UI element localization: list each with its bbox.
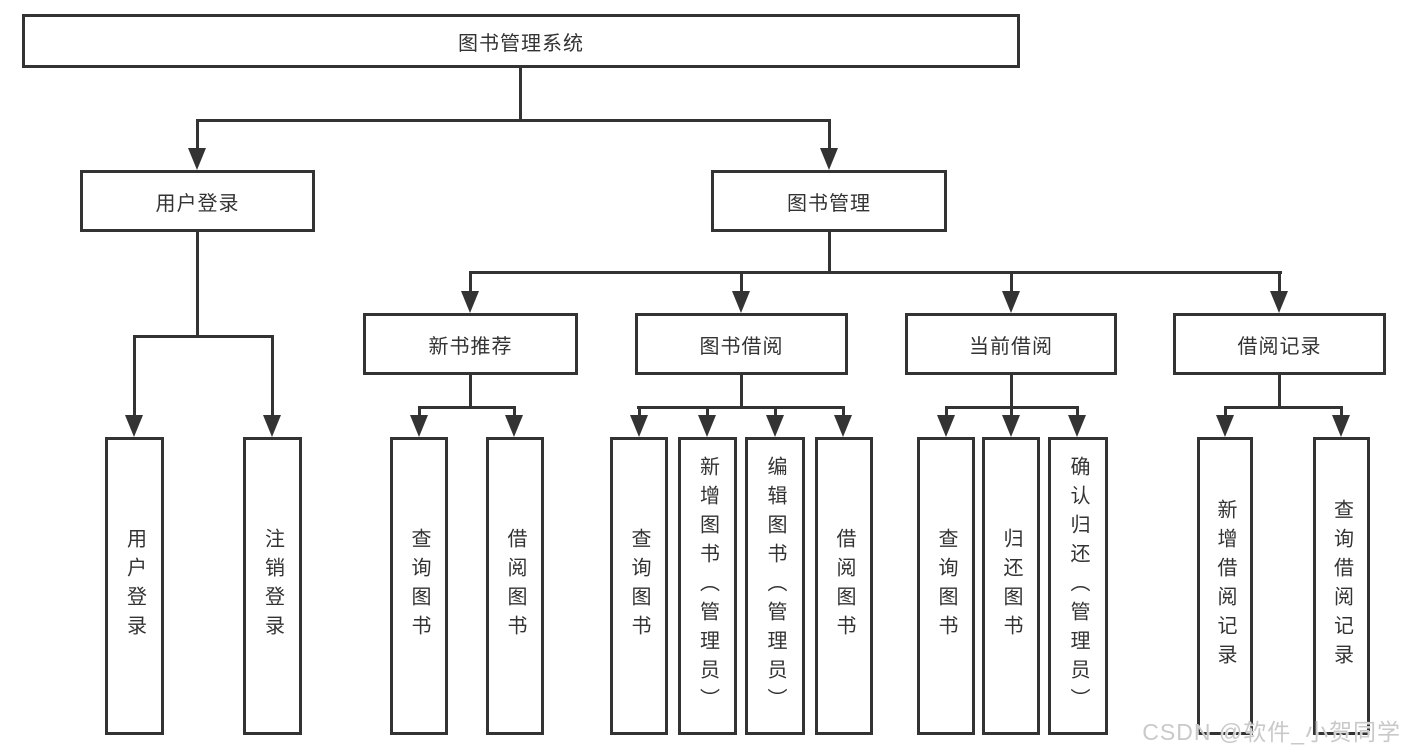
node-label: 图书管理系统 bbox=[458, 32, 584, 55]
node-label: 用户登录 bbox=[155, 192, 240, 215]
node-label: 确认归还（管理员） bbox=[1067, 455, 1089, 717]
arrowhead-down-icon bbox=[937, 415, 955, 437]
connector-line bbox=[637, 406, 845, 409]
arrowhead-down-icon bbox=[630, 415, 648, 437]
node-label: 新增图书（管理员） bbox=[696, 455, 719, 717]
node-current-borrow: 当前借阅 bbox=[905, 313, 1117, 375]
connector-line bbox=[469, 375, 472, 409]
node-leaf-user-login: 用户登录 bbox=[105, 437, 164, 735]
connector-line bbox=[706, 406, 709, 417]
node-label: 借阅记录 bbox=[1237, 335, 1322, 358]
connector-line bbox=[1224, 406, 1227, 417]
connector-line bbox=[1278, 375, 1281, 409]
connector-line bbox=[271, 335, 274, 417]
connector-line bbox=[418, 406, 421, 417]
node-borrow-record: 借阅记录 bbox=[1173, 313, 1386, 375]
arrowhead-down-icon bbox=[461, 291, 479, 313]
connector-line bbox=[828, 119, 831, 151]
node-leaf-return-book: 归还图书 bbox=[982, 437, 1040, 735]
arrowhead-down-icon bbox=[125, 415, 143, 437]
connector-line bbox=[196, 232, 199, 338]
node-label: 图书借阅 bbox=[699, 335, 784, 358]
node-label: 编辑图书（管理员） bbox=[764, 455, 786, 717]
connector-line bbox=[196, 119, 199, 151]
node-label: 借阅图书 bbox=[833, 528, 855, 644]
node-leaf-edit-book-admin: 编辑图书（管理员） bbox=[745, 437, 805, 735]
node-book-management: 图书管理 bbox=[711, 170, 947, 232]
connector-line bbox=[774, 406, 777, 417]
node-user-login: 用户登录 bbox=[80, 170, 315, 232]
arrowhead-down-icon bbox=[1002, 291, 1020, 313]
arrowhead-down-icon bbox=[263, 415, 281, 437]
arrowhead-down-icon bbox=[698, 415, 716, 437]
node-label: 当前借阅 bbox=[969, 335, 1053, 358]
connector-line bbox=[197, 119, 831, 122]
node-label: 查询图书 bbox=[935, 528, 957, 644]
node-label: 查询图书 bbox=[408, 528, 430, 644]
node-leaf-borrow-borrow-book: 借阅图书 bbox=[815, 437, 873, 735]
node-leaf-logout: 注销登录 bbox=[243, 437, 302, 735]
connector-line bbox=[740, 375, 743, 409]
node-label: 新书推荐 bbox=[428, 335, 513, 358]
arrowhead-down-icon bbox=[1002, 415, 1020, 437]
node-root-system: 图书管理系统 bbox=[22, 14, 1020, 68]
connector-line bbox=[842, 406, 845, 417]
connector-line bbox=[418, 406, 515, 409]
connector-line bbox=[469, 271, 1282, 274]
arrowhead-down-icon bbox=[1216, 415, 1234, 437]
connector-line bbox=[513, 406, 516, 417]
node-leaf-query-borrow-record: 查询借阅记录 bbox=[1313, 437, 1370, 735]
connector-line bbox=[1076, 406, 1079, 417]
arrowhead-down-icon bbox=[834, 415, 852, 437]
arrowhead-down-icon bbox=[505, 415, 523, 437]
connector-line bbox=[1010, 375, 1013, 409]
node-label: 注销登录 bbox=[261, 528, 284, 644]
connector-line bbox=[1010, 406, 1013, 417]
node-label: 图书管理 bbox=[787, 192, 871, 215]
arrowhead-down-icon bbox=[766, 415, 784, 437]
connector-line bbox=[638, 406, 641, 417]
connector-line bbox=[133, 335, 136, 417]
arrowhead-down-icon bbox=[732, 291, 750, 313]
node-label: 借阅图书 bbox=[504, 528, 526, 644]
node-leaf-add-borrow-record: 新增借阅记录 bbox=[1197, 437, 1253, 735]
connector-line bbox=[1278, 271, 1281, 293]
connector-line bbox=[740, 271, 743, 293]
node-leaf-confirm-return-admin: 确认归还（管理员） bbox=[1048, 437, 1108, 735]
node-leaf-rec-borrow-book: 借阅图书 bbox=[486, 437, 544, 735]
node-label: 用户登录 bbox=[123, 528, 146, 644]
node-new-book-recommend: 新书推荐 bbox=[363, 313, 578, 375]
node-label: 新增借阅记录 bbox=[1214, 499, 1236, 673]
node-label: 查询图书 bbox=[628, 528, 650, 644]
connector-line bbox=[1340, 406, 1343, 417]
node-leaf-borrow-query-book: 查询图书 bbox=[610, 437, 668, 735]
arrowhead-down-icon bbox=[1068, 415, 1086, 437]
arrowhead-down-icon bbox=[1270, 291, 1288, 313]
csdn-watermark: CSDN @软件_小贺同学 bbox=[1142, 719, 1401, 745]
connector-line bbox=[1010, 271, 1013, 293]
node-leaf-current-query-book: 查询图书 bbox=[917, 437, 975, 735]
node-book-borrow: 图书借阅 bbox=[635, 313, 848, 375]
node-leaf-rec-query-book: 查询图书 bbox=[390, 437, 448, 735]
connector-line bbox=[828, 232, 831, 274]
connector-line bbox=[519, 68, 522, 122]
connector-line bbox=[1224, 406, 1342, 409]
node-label: 查询借阅记录 bbox=[1330, 499, 1353, 673]
connector-line bbox=[133, 335, 274, 338]
node-leaf-add-book-admin: 新增图书（管理员） bbox=[678, 437, 737, 735]
connector-line bbox=[945, 406, 948, 417]
arrowhead-down-icon bbox=[820, 148, 838, 170]
arrowhead-down-icon bbox=[188, 148, 206, 170]
connector-line bbox=[469, 271, 472, 293]
arrowhead-down-icon bbox=[410, 415, 428, 437]
arrowhead-down-icon bbox=[1332, 415, 1350, 437]
node-label: 归还图书 bbox=[1000, 528, 1022, 644]
